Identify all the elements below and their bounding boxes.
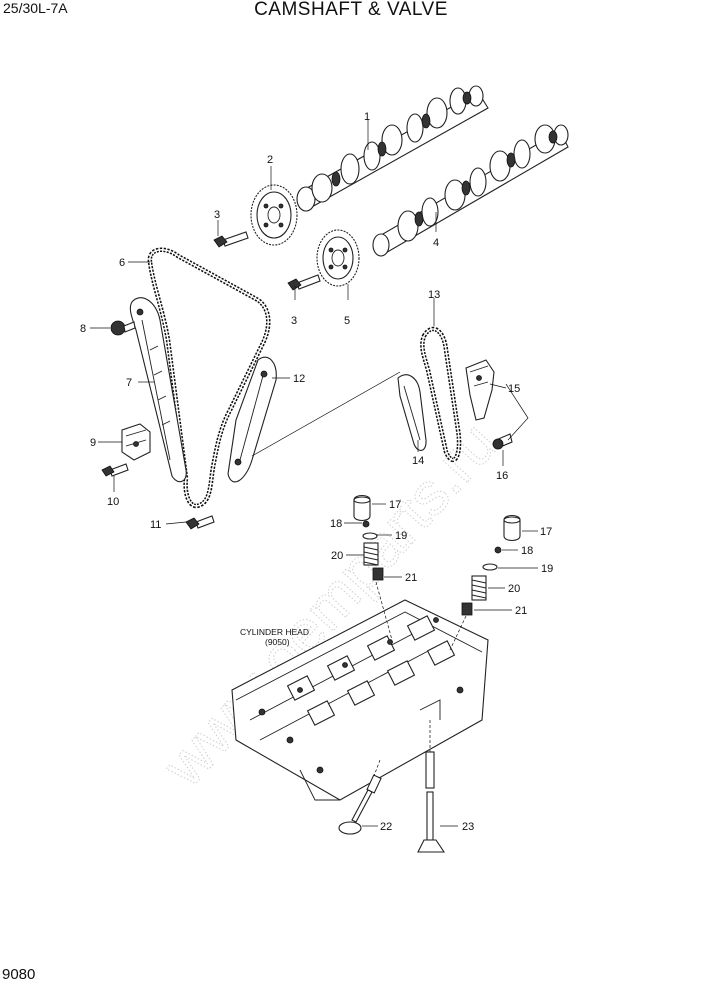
bolt-10 [101, 463, 129, 477]
callout-10: 10 [107, 496, 119, 508]
callout-21: 21 [405, 572, 417, 584]
callout-17: 17 [540, 526, 552, 538]
chain-guide-14 [397, 374, 427, 451]
callout-8: 8 [80, 323, 86, 335]
retainer-19-right [482, 563, 498, 571]
page-number: 9080 [2, 966, 36, 983]
camshaft-1 [296, 85, 489, 212]
cylinder-head: CYLINDER HEAD (9050) [231, 599, 489, 801]
tensioner-15 [465, 359, 495, 421]
callout-14: 14 [412, 455, 424, 467]
sprocket-5 [316, 229, 360, 287]
valve-22 [338, 774, 382, 835]
leader-lines [90, 120, 538, 827]
valve-23 [417, 751, 446, 853]
page-title: CAMSHAFT & VALVE [254, 0, 448, 20]
assembly-line [251, 371, 401, 457]
callout-1: 1 [364, 111, 370, 123]
tensioner-9 [121, 423, 151, 461]
callout-7: 7 [126, 377, 132, 389]
cylinder-head-ref: (9050) [265, 637, 290, 647]
callout-18: 18 [521, 545, 533, 557]
callout-19: 19 [541, 563, 553, 575]
callout-22: 22 [380, 821, 392, 833]
callout-3: 3 [214, 209, 220, 221]
callout-13: 13 [428, 289, 440, 301]
callout-2: 2 [267, 154, 273, 166]
callout-11: 11 [150, 519, 161, 531]
bolt-3-upper [213, 231, 249, 248]
callout-9: 9 [90, 437, 96, 449]
callout-17: 17 [389, 499, 401, 511]
tappet-17-left [353, 494, 371, 522]
bolt-3-lower [287, 274, 321, 291]
bolt-16 [492, 433, 513, 450]
bolt-11 [185, 515, 215, 530]
callout-16: 16 [496, 470, 508, 482]
chain-guide-7 [129, 297, 187, 483]
callout-5: 5 [344, 315, 350, 327]
bolt-8 [110, 320, 136, 336]
spring-20-right [471, 575, 487, 601]
callout-20: 20 [508, 583, 520, 595]
retainer-key-18-right [494, 546, 502, 554]
retainer-key-18-left [362, 520, 370, 528]
chain-13 [420, 326, 462, 462]
seal-21-right [461, 602, 473, 616]
callout-12: 12 [293, 373, 305, 385]
sprocket-2 [250, 184, 298, 246]
callout-21: 21 [515, 605, 527, 617]
callout-23: 23 [462, 821, 474, 833]
chain-guide-12 [227, 356, 277, 483]
callout-19: 19 [395, 530, 407, 542]
callout-4: 4 [433, 237, 439, 249]
callout-6: 6 [119, 257, 125, 269]
spring-20-left [363, 542, 379, 566]
callout-20: 20 [331, 550, 343, 562]
timing-chain-6 [147, 247, 271, 509]
cylinder-head-label: CYLINDER HEAD [240, 627, 309, 637]
tappet-17-right [503, 514, 521, 542]
callout-3: 3 [291, 315, 297, 327]
callout-labels: 1 2 3 3 4 5 6 7 8 9 10 11 12 13 14 15 16… [80, 111, 553, 833]
model-code: 25/30L-7A [3, 0, 68, 16]
valve-assembly-lines [373, 581, 467, 777]
assembly-line-2 [505, 383, 529, 441]
callout-15: 15 [508, 383, 520, 395]
retainer-19-left [362, 532, 378, 540]
callout-18: 18 [330, 518, 342, 530]
camshaft-4 [372, 124, 569, 257]
seal-21-left [372, 567, 384, 581]
